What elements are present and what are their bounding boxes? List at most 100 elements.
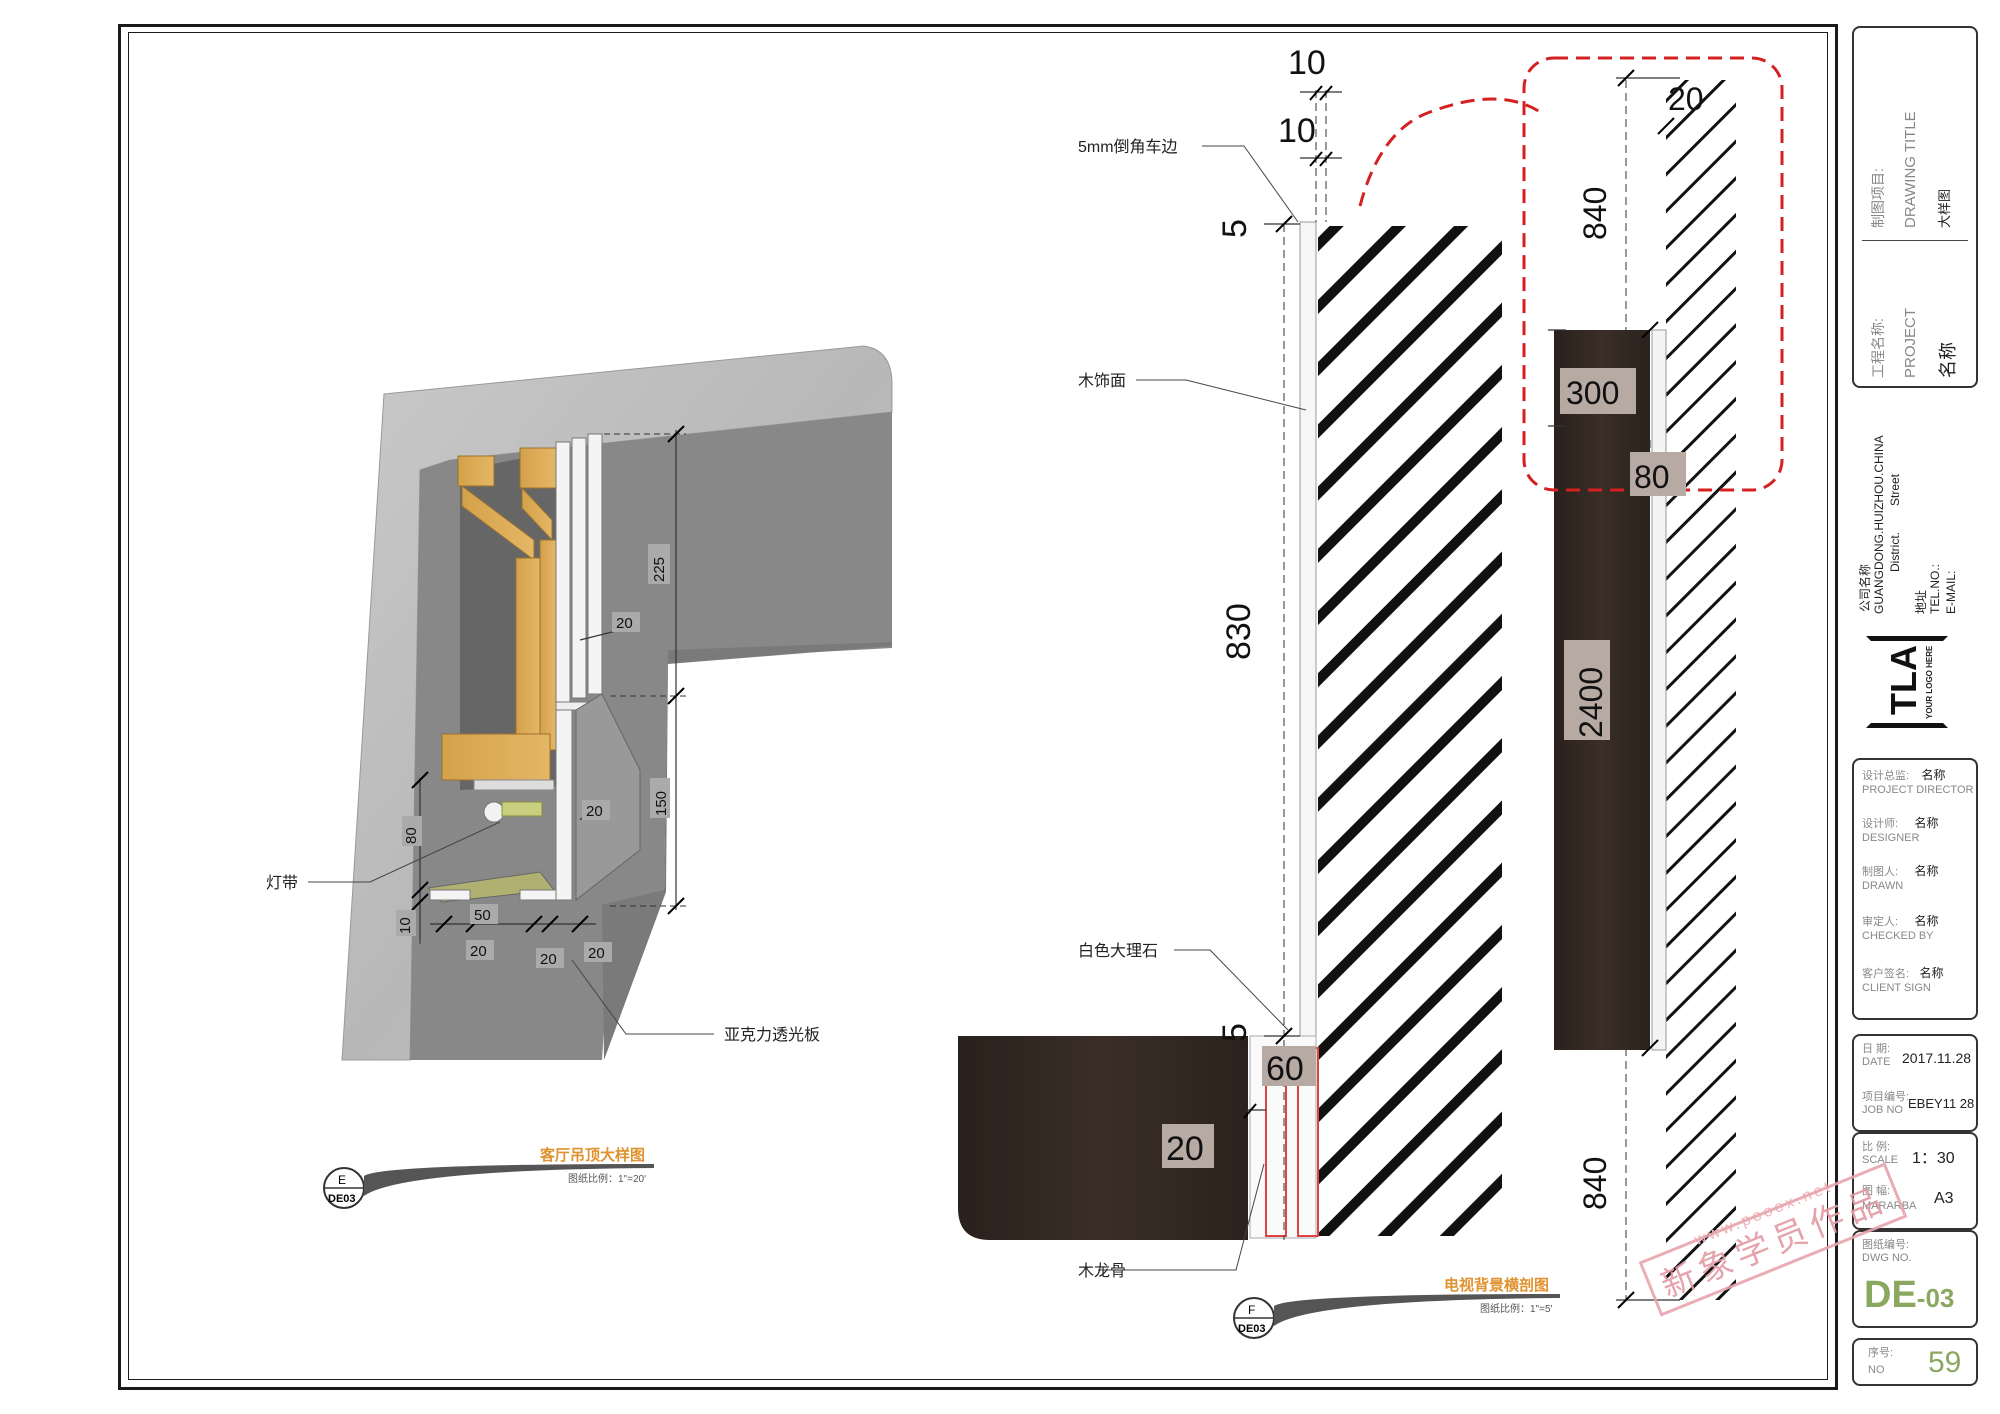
logo-text: TLA — [1883, 645, 1924, 715]
project-en: PROJECT — [1902, 307, 1919, 378]
job-en: JOB NO — [1862, 1104, 1903, 1116]
dim-840-top: 840 — [1577, 187, 1613, 240]
tv-wall-scale: 图纸比例：1"=5' — [1480, 1302, 1553, 1315]
title-block-serial: 序号: NO 59 — [1852, 1338, 1978, 1386]
people-row: 制图人: 名称 DRAWN — [1862, 862, 1939, 892]
tv-wall-title-marker: F DE03 电视背景横剖图 图纸比例：1"=5' — [1233, 1276, 1560, 1339]
dim-830: 830 — [1220, 603, 1258, 660]
ceiling-detail-scale: 图纸比例：1"=20' — [568, 1172, 646, 1185]
size-en: MARARBA — [1862, 1200, 1917, 1212]
people-row: 设计师: 名称 DESIGNER — [1862, 814, 1939, 844]
divider — [1862, 240, 1968, 241]
project-cn: 工程名称: — [1870, 318, 1886, 378]
drawn-en: DRAWN — [1862, 880, 1904, 892]
size-cn: 图 幅: — [1862, 1185, 1891, 1197]
company-tel: TEL.NO.: — [1928, 563, 1942, 614]
job-value: EBEY11 28 — [1908, 1096, 1975, 1111]
dwg-number-main: DE — [1864, 1274, 1917, 1316]
ceiling-detail-title: 客厅吊顶大样图 — [539, 1146, 645, 1164]
director-en: PROJECT DIRECTOR — [1862, 784, 1974, 796]
dim-840-bottom: 840 — [1577, 1157, 1613, 1210]
drawing-frame-inner — [128, 32, 1828, 1380]
company-block: 公司名称 GUANGDONG.HUIZHOU.CHINA District. S… — [1852, 400, 1978, 760]
dim-20-d: 20 — [616, 615, 633, 632]
title-block-dwg: 图纸编号: DWG NO. DE-03 — [1852, 1230, 1978, 1328]
director-cn: 设计总监: — [1862, 770, 1910, 782]
title-block-scale: 比 例: SCALE 1：30 图 幅: MARARBA A3 — [1852, 1132, 1978, 1230]
dim-20-c: 20 — [588, 945, 605, 962]
scale-value: 1：30 — [1912, 1150, 1955, 1167]
ceiling-detail-title-marker: E DE03 客厅吊顶大样图 图纸比例：1"=20' — [323, 1146, 654, 1209]
wood-veneer-label: 木饰面 — [1078, 372, 1126, 390]
drawing-frame-outer — [118, 24, 1838, 1390]
drawing-title-value: 大样图 — [1937, 188, 1952, 228]
light-strip-label: 灯带 — [266, 874, 298, 892]
serial-cn: 序号: — [1868, 1347, 1894, 1359]
company-addr: 地址 — [1914, 589, 1928, 614]
ceiling-ref-bottom: DE03 — [328, 1193, 356, 1205]
project-value: 名称 — [1938, 342, 1958, 378]
client-cn: 客户签名: — [1862, 968, 1910, 980]
drawn-cn: 制图人: — [1862, 866, 1899, 878]
tv-wall-title: 电视背景横剖图 — [1444, 1276, 1549, 1294]
client-value: 名称 — [1919, 966, 1944, 980]
title-block-people: 设计总监: 名称 PROJECT DIRECTOR 设计师: 名称 DESIGN… — [1852, 758, 1978, 1020]
chamfer-label: 5mm倒角车边 — [1078, 138, 1178, 156]
dim-225: 225 — [651, 557, 668, 582]
tv-ref-bottom: DE03 — [1238, 1323, 1266, 1335]
title-block-project: 制图项目: DRAWING TITLE 大样图 工程名称: PROJECT 名称 — [1852, 26, 1978, 388]
scale-cn: 比 例: — [1862, 1141, 1891, 1153]
company-street: Street — [1888, 473, 1902, 506]
designer-en: DESIGNER — [1862, 832, 1920, 844]
scale-en: SCALE — [1862, 1154, 1899, 1166]
dim-80-right: 80 — [1634, 459, 1670, 495]
dim-300: 300 — [1566, 375, 1619, 411]
people-row: 设计总监: 名称 PROJECT DIRECTOR — [1862, 766, 1973, 796]
title-block-date: 日 期: DATE 2017.11.28 项目编号: JOB NO EBEY11… — [1852, 1034, 1978, 1132]
white-marble-label: 白色大理石 — [1078, 942, 1158, 960]
director-value: 名称 — [1921, 768, 1946, 782]
client-en: CLIENT SIGN — [1862, 982, 1931, 994]
dim-10: 10 — [397, 917, 414, 934]
company-district: District. — [1888, 532, 1902, 572]
drawing-title-cn: 制图项目: — [1870, 168, 1886, 228]
checked-en: CHECKED BY — [1862, 930, 1934, 942]
drawn-value: 名称 — [1914, 864, 1939, 878]
size-value: A3 — [1934, 1190, 1954, 1207]
ceiling-detail-view — [308, 345, 893, 1061]
people-row: 客户签名: 名称 CLIENT SIGN — [1862, 964, 1944, 994]
ceiling-ref-top: E — [338, 1173, 346, 1187]
dim-150: 150 — [653, 791, 670, 816]
dim-bottom-5: 5 — [1216, 1023, 1254, 1042]
date-value: 2017.11.28 — [1902, 1050, 1972, 1066]
company-name: 公司名称 — [1858, 563, 1872, 612]
dim-right-20: 20 — [1668, 81, 1704, 117]
dim-80: 80 — [403, 827, 420, 844]
tv-ref-top: F — [1248, 1303, 1255, 1317]
job-cn: 项目编号: — [1862, 1091, 1910, 1103]
company-logo: TLA YOUR LOGO HERE — [1866, 636, 1948, 728]
dwg-number: DE-03 — [1864, 1274, 1954, 1317]
dwg-cn: 图纸编号: — [1862, 1239, 1910, 1251]
drawing-title-en: DRAWING TITLE — [1902, 111, 1919, 228]
dwg-number-suffix: -03 — [1916, 1283, 1955, 1313]
acrylic-panel-label: 亚克力透光板 — [724, 1026, 820, 1044]
serial-en: NO — [1868, 1364, 1885, 1376]
dim-top-10-a: 10 — [1288, 44, 1326, 82]
dim-top-5: 5 — [1216, 219, 1254, 238]
company-address-line: GUANGDONG.HUIZHOU.CHINA — [1872, 435, 1886, 614]
logo-subtext: YOUR LOGO HERE — [1925, 645, 1934, 719]
serial-value: 59 — [1928, 1346, 1962, 1379]
dim-top-10-b: 10 — [1278, 112, 1316, 150]
designer-cn: 设计师: — [1862, 818, 1899, 830]
tv-wall-section-view — [958, 56, 1784, 1309]
checked-cn: 审定人: — [1862, 916, 1899, 928]
wood-keel-label: 木龙骨 — [1078, 1262, 1126, 1280]
people-row: 审定人: 名称 CHECKED BY — [1862, 912, 1939, 942]
dim-20-b: 20 — [540, 951, 557, 968]
checked-value: 名称 — [1914, 914, 1939, 928]
dim-60: 60 — [1266, 1050, 1304, 1088]
company-email: E-MAIL: — [1944, 570, 1958, 614]
designer-value: 名称 — [1914, 816, 1939, 830]
